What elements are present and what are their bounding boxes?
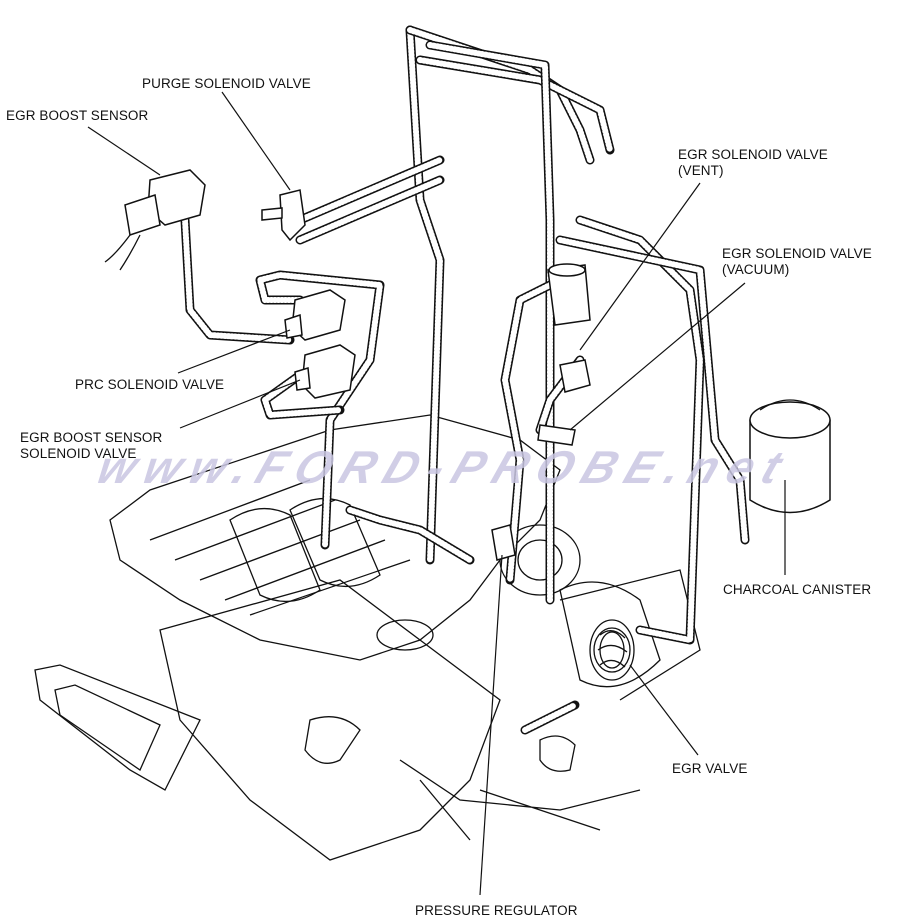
label-line: EGR SOLENOID VALVE [678, 147, 828, 162]
throttle-body [499, 524, 701, 772]
leader-egr-valve [629, 664, 699, 756]
leader-lines [87, 91, 786, 896]
charcoal-canister-component [749, 399, 831, 514]
leader-purge-solenoid [221, 91, 291, 191]
egr-valve-component [593, 627, 631, 673]
egr-boost-sensor-component [104, 169, 206, 271]
leader-egr-boost-sensor [87, 126, 161, 176]
label-egr-boost-sensor: EGR BOOST SENSOR [6, 108, 149, 123]
leader-egr-solenoid-vacuum [569, 282, 746, 431]
label-egr-solenoid-valve-vent: EGR SOLENOID VALVE (VENT) [678, 147, 828, 179]
label-egr-valve: EGR VALVE [672, 761, 748, 776]
leader-egr-solenoid-vent [579, 182, 701, 351]
intake-manifold [34, 414, 641, 861]
egr-solenoid-valves-component [537, 263, 591, 446]
label-egr-boost-sensor-solenoid-valve: EGR BOOST SENSOR SOLENOID VALVE [20, 430, 162, 462]
label-line: EGR SOLENOID VALVE [722, 246, 872, 261]
leader-egr-boost-sensor-solenoid [179, 379, 301, 429]
label-prc-solenoid-valve: PRC SOLENOID VALVE [75, 377, 225, 392]
purge-solenoid-valve-component [261, 189, 306, 242]
vacuum-hoses [180, 25, 750, 735]
label-charcoal-canister: CHARCOAL CANISTER [723, 582, 872, 597]
label-pressure-regulator: PRESSURE REGULATOR [415, 903, 578, 917]
watermark: www.FORD-PROBE.net [90, 441, 799, 493]
egr-boost-sensor-solenoid-valve-component [294, 344, 356, 399]
leader-pressure-regulator [479, 554, 503, 896]
leader-prc-solenoid [177, 329, 291, 374]
label-egr-solenoid-valve-vacuum: EGR SOLENOID VALVE (VACUUM) [722, 246, 872, 278]
label-purge-solenoid-valve: PURGE SOLENOID VALVE [142, 76, 311, 91]
label-line: EGR BOOST SENSOR [20, 430, 163, 445]
prc-solenoid-valve-component [284, 289, 346, 341]
label-line: (VACUUM) [722, 262, 790, 277]
pressure-regulator-component [491, 524, 516, 561]
label-line: SOLENOID VALVE [20, 446, 137, 461]
label-line: (VENT) [678, 163, 724, 178]
